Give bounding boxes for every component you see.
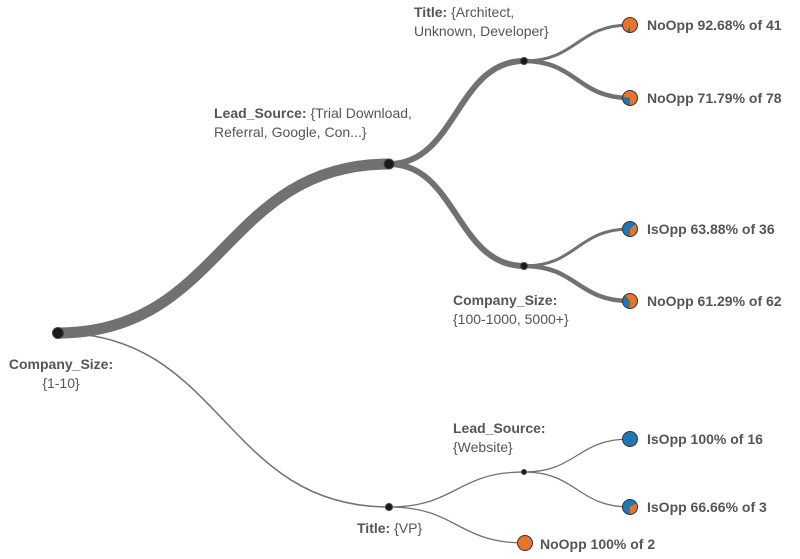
leaf-pie-5 (622, 431, 638, 447)
split-node-root (52, 327, 64, 339)
pie-outline (622, 431, 638, 447)
split-node-ls2 (521, 469, 527, 475)
split-node-cs2 (520, 262, 528, 270)
leaf-pie-7 (517, 535, 533, 551)
split-values-company-size-2: {100-1000, 5000+} (453, 311, 569, 327)
pie-outline (622, 293, 638, 309)
edge-ls1-title1 (388, 58, 525, 167)
edge-title2-ls2 (388, 471, 525, 508)
split-label-root: Company_Size: {1-10} (2, 355, 120, 393)
leaf-pie-2 (622, 90, 638, 106)
leaf-pie-4 (622, 293, 638, 309)
leaf-label-4: NoOpp 61.29% of 62 (647, 293, 782, 309)
pie-slice-isopp (626, 25, 630, 33)
split-attr-lead-source-1: Lead_Source: (214, 105, 307, 121)
pie-slice-isopp (622, 431, 638, 447)
pie-outline (622, 221, 638, 237)
leaf-label-1: NoOpp 92.68% of 41 (647, 17, 782, 33)
split-attr-root: Company_Size: (8, 356, 114, 372)
split-node-title1 (520, 57, 528, 65)
tree-nodes (52, 57, 528, 511)
split-label-lead-source-1: Lead_Source: {Trial Download, Referral, … (214, 104, 412, 142)
split-label-company-size-2: Company_Size: {100-1000, 5000+} (453, 291, 569, 329)
tree-edges (57, 23, 631, 544)
edge-root-ls1 (57, 158, 390, 339)
leaf-label-5: IsOpp 100% of 16 (647, 431, 763, 447)
pie-slice-isopp (622, 221, 636, 237)
pie-outline (622, 90, 638, 106)
edge-ls2-l6 (523, 471, 631, 508)
edge-ls1-cs2 (388, 161, 525, 269)
split-attr-lead-source-2: Lead_Source: (453, 420, 546, 436)
split-node-title2 (385, 503, 393, 511)
pie-outline (622, 17, 638, 33)
edge-title1-l2 (523, 58, 631, 101)
split-values-root: {1-10} (42, 375, 80, 391)
leaf-label-3: IsOpp 63.88% of 36 (647, 221, 775, 237)
leaf-pie-1 (622, 17, 638, 33)
edge-ls2-l5 (523, 438, 631, 473)
pie-outline (517, 535, 533, 551)
edge-title2-l7 (388, 506, 526, 544)
split-values-title-1a: {Architect, (451, 4, 515, 20)
split-values-title-1b: Unknown, Developer} (414, 23, 549, 39)
pie-slice-isopp (622, 96, 630, 106)
leaf-label-2: NoOpp 71.79% of 78 (647, 90, 782, 106)
split-attr-company-size-2: Company_Size: (453, 292, 558, 308)
pie-slice-noopp (517, 535, 533, 551)
split-attr-title-2: Title: (357, 520, 391, 536)
leaf-label-6: IsOpp 66.66% of 3 (647, 499, 767, 515)
split-attr-title-1: Title: (414, 4, 448, 20)
split-node-ls1 (383, 158, 395, 170)
edge-root-title2 (57, 332, 390, 508)
leaf-pie-6 (622, 499, 638, 515)
pie-outline (622, 499, 638, 515)
split-label-title-2: Title: {VP} (357, 519, 422, 538)
split-values-lead-source-2: {Website} (453, 439, 513, 455)
edge-title1-l1 (523, 23, 631, 63)
leaf-pies (517, 17, 638, 551)
split-values-lead-source-1b: Referral, Google, Con...} (214, 124, 367, 140)
split-label-lead-source-2: Lead_Source: {Website} (453, 419, 546, 457)
split-label-title-1: Title: {Architect, Unknown, Developer} (414, 3, 549, 41)
split-values-title-2: {VP} (394, 520, 423, 536)
pie-slice-isopp (622, 499, 637, 515)
split-values-lead-source-1a: {Trial Download, (310, 105, 412, 121)
edge-cs2-l3 (523, 227, 631, 268)
leaf-pie-3 (622, 221, 638, 237)
leaf-label-7: NoOpp 100% of 2 (540, 536, 656, 552)
edge-cs2-l4 (523, 263, 631, 304)
